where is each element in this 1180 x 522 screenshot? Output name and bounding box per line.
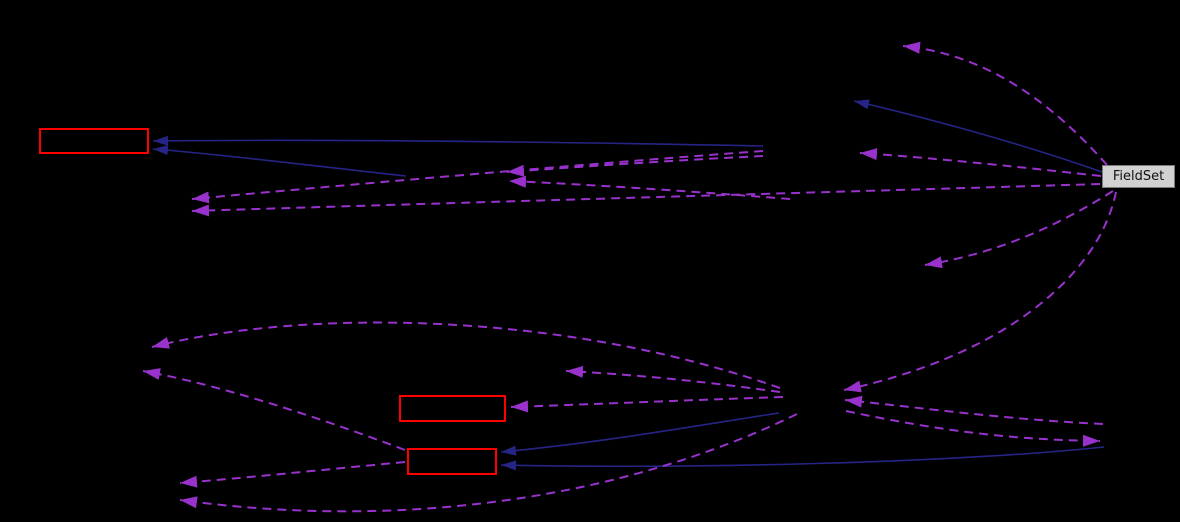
node-red-clipped-mid-lower[interactable] <box>407 448 497 475</box>
edge-usage <box>845 410 1101 447</box>
edge-usage <box>191 183 1101 217</box>
edge-inheritance <box>152 135 764 147</box>
edge-usage <box>844 395 1104 425</box>
edge-usage <box>508 175 791 200</box>
edge-usage <box>506 155 764 177</box>
edge-usage <box>902 41 1108 166</box>
edge-usage <box>843 191 1117 393</box>
edge-usage <box>151 321 781 389</box>
edge-inheritance <box>152 145 407 177</box>
edge-usage <box>565 365 781 393</box>
edge-usage <box>859 148 1102 177</box>
node-fieldset[interactable]: FieldSet <box>1102 165 1175 188</box>
edge-usage <box>142 368 406 451</box>
edge-usage <box>510 396 784 413</box>
edge-usage <box>179 413 798 513</box>
edge-usage <box>179 461 406 488</box>
fieldset-label: FieldSet <box>1112 169 1165 184</box>
edge-usage <box>191 150 764 204</box>
node-red-clipped-left[interactable] <box>39 128 149 154</box>
edge-inheritance <box>500 446 1105 471</box>
edge-inheritance <box>853 99 1103 173</box>
edge-usage <box>924 190 1114 269</box>
node-red-clipped-mid-upper[interactable] <box>399 395 506 422</box>
edge-inheritance <box>500 412 780 456</box>
